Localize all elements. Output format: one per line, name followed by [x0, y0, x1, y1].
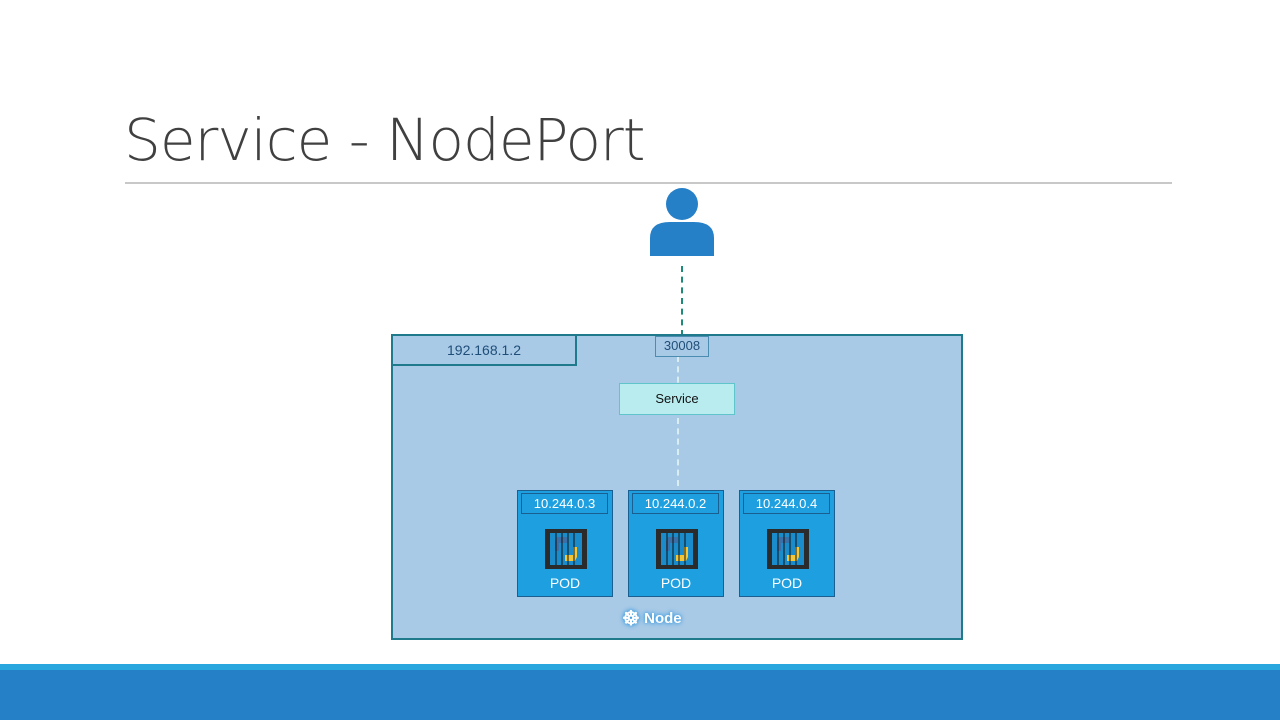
python-container-icon [656, 529, 698, 569]
pod-ip: 10.244.0.4 [743, 493, 830, 514]
node-ip: 192.168.1.2 [391, 334, 577, 366]
service-box: Service [619, 383, 735, 415]
service-pod-line [677, 356, 679, 486]
pod: 10.244.0.4 POD [739, 490, 835, 597]
kubernetes-helm-icon: ☸ [622, 608, 640, 630]
pod-label: POD [771, 575, 803, 591]
user-icon [650, 188, 714, 256]
node-label-text: Node [644, 610, 682, 627]
connection-line [681, 266, 683, 336]
pod-label: POD [549, 575, 581, 591]
pod-ip: 10.244.0.2 [632, 493, 719, 514]
footer-bar [0, 670, 1280, 720]
node-label: ☸ Node [622, 606, 682, 631]
pod-ip: 10.244.0.3 [521, 493, 608, 514]
pod: 10.244.0.3 POD [517, 490, 613, 597]
python-container-icon [767, 529, 809, 569]
pod: 10.244.0.2 POD [628, 490, 724, 597]
footer-stripe [0, 664, 1280, 670]
pod-label: POD [660, 575, 692, 591]
title-divider [125, 182, 1172, 184]
python-container-icon [545, 529, 587, 569]
slide-title: Service - NodePort [124, 106, 646, 174]
node-port: 30008 [655, 336, 709, 357]
